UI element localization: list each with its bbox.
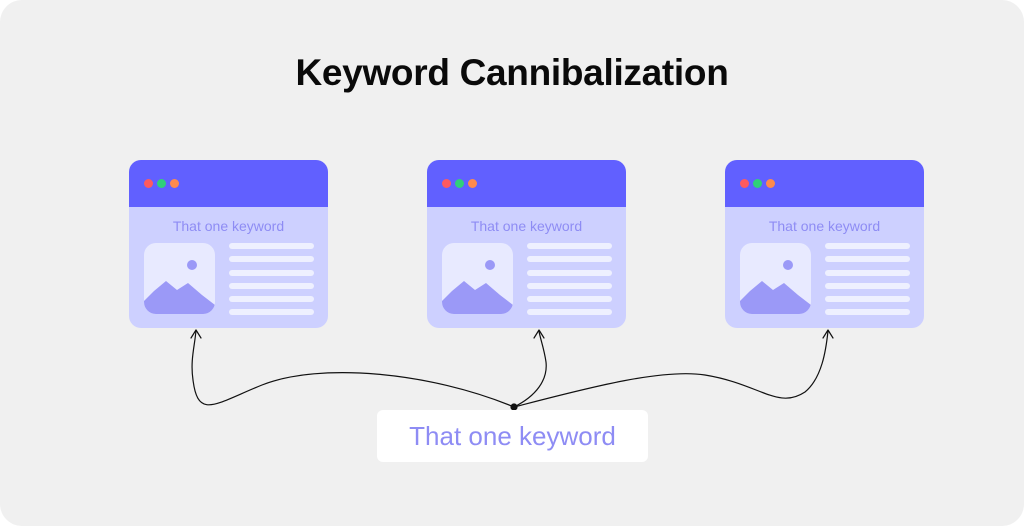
source-keyword-box: That one keyword	[377, 410, 648, 462]
image-placeholder-icon	[144, 243, 215, 314]
green-dot-icon	[157, 179, 166, 188]
browser-bar	[129, 160, 328, 207]
page-keyword: That one keyword	[172, 218, 285, 234]
image-placeholder-icon	[740, 243, 811, 314]
text-line	[825, 283, 910, 289]
page-keyword: That one keyword	[470, 218, 583, 234]
text-line	[229, 283, 314, 289]
text-line	[527, 283, 612, 289]
text-line	[527, 296, 612, 302]
text-line	[527, 309, 612, 315]
orange-dot-icon	[468, 179, 477, 188]
arrow-to-card-1	[191, 329, 515, 408]
webpage-card-2: That one keyword	[427, 160, 626, 328]
red-dot-icon	[740, 179, 749, 188]
text-line	[825, 243, 910, 249]
red-dot-icon	[442, 179, 451, 188]
arrow-head-1	[190, 329, 202, 339]
green-dot-icon	[455, 179, 464, 188]
red-dot-icon	[144, 179, 153, 188]
green-dot-icon	[753, 179, 762, 188]
arrow-to-card-2	[513, 330, 547, 408]
text-line	[527, 243, 612, 249]
orange-dot-icon	[170, 179, 179, 188]
connector-origin-dot	[510, 403, 518, 411]
text-line	[825, 296, 910, 302]
text-line	[825, 256, 910, 262]
text-line	[229, 243, 314, 249]
text-line	[229, 270, 314, 276]
text-line	[229, 309, 314, 315]
webpage-card-3: That one keyword	[725, 160, 924, 328]
text-line	[527, 270, 612, 276]
webpage-card-1: That one keyword	[129, 160, 328, 328]
arrow-head-3	[822, 329, 834, 339]
text-line	[229, 296, 314, 302]
text-line	[825, 309, 910, 315]
image-placeholder-icon	[442, 243, 513, 314]
orange-dot-icon	[766, 179, 775, 188]
arrow-to-card-3	[513, 330, 829, 408]
text-line	[825, 270, 910, 276]
text-line	[229, 256, 314, 262]
page-keyword: That one keyword	[768, 218, 881, 234]
text-line	[527, 256, 612, 262]
browser-bar	[427, 160, 626, 207]
arrow-head-2	[533, 329, 545, 339]
browser-bar	[725, 160, 924, 207]
diagram-title: Keyword Cannibalization	[295, 52, 729, 93]
